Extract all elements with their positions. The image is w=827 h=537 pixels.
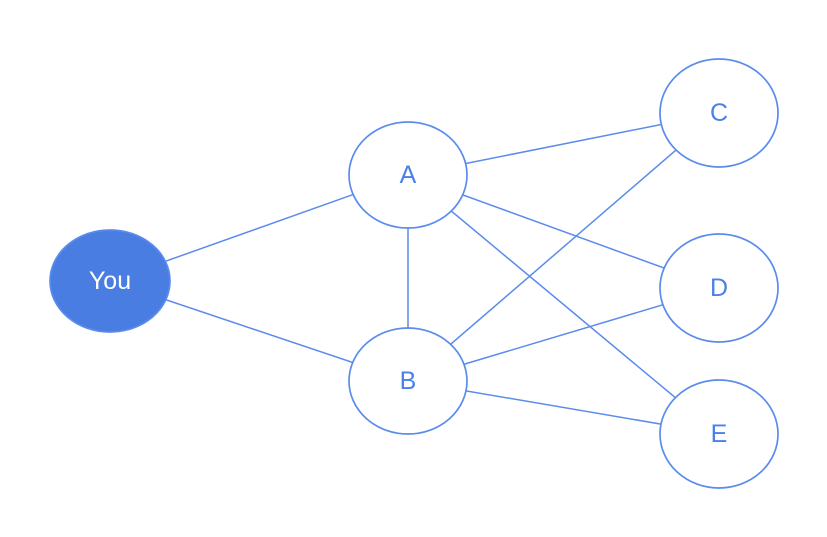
- node-a[interactable]: A: [348, 121, 468, 229]
- node-b-label: B: [400, 367, 417, 395]
- nodes-layer: You A B C D E: [49, 58, 779, 489]
- node-you[interactable]: You: [49, 229, 171, 333]
- node-e[interactable]: E: [659, 379, 779, 489]
- edge-a-e: [407, 174, 720, 435]
- node-a-shape[interactable]: [348, 121, 468, 229]
- node-c-shape[interactable]: [659, 58, 779, 168]
- node-you-shape[interactable]: [49, 229, 171, 333]
- node-a-label: A: [400, 161, 417, 189]
- node-e-shape[interactable]: [659, 379, 779, 489]
- edge-b-c: [407, 112, 720, 382]
- node-e-label: E: [711, 420, 728, 448]
- node-d[interactable]: D: [659, 233, 779, 343]
- node-b[interactable]: B: [348, 327, 468, 435]
- node-c[interactable]: C: [659, 58, 779, 168]
- node-b-shape[interactable]: [348, 327, 468, 435]
- node-d-label: D: [710, 274, 728, 302]
- node-d-shape[interactable]: [659, 233, 779, 343]
- node-c-label: C: [710, 99, 728, 127]
- node-you-label: You: [89, 267, 131, 295]
